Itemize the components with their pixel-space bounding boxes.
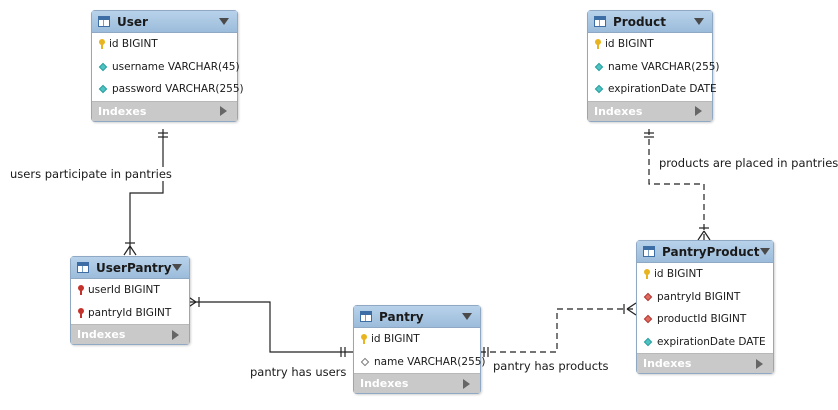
table-icon — [98, 16, 110, 27]
primary-key-icon — [361, 334, 367, 345]
column-row[interactable]: userId BIGINT — [71, 279, 189, 302]
table-title: PantryProduct — [662, 244, 760, 259]
table-header[interactable]: UserPantry — [71, 257, 189, 279]
table-icon — [360, 311, 372, 322]
primary-key-icon — [99, 39, 105, 50]
column-row[interactable]: pantryId BIGINT — [637, 286, 773, 309]
indexes-label: Indexes — [594, 104, 643, 118]
table-icon — [594, 16, 606, 27]
column-diamond-icon — [643, 337, 653, 346]
column-row[interactable]: pantryId BIGINT — [71, 302, 189, 325]
column-row[interactable]: name VARCHAR(255) — [588, 56, 720, 79]
rel-line-pantry-pantryproduct — [480, 308, 636, 353]
rel-line-product-pantryproduct — [648, 129, 705, 240]
primary-key-icon — [595, 39, 601, 50]
column-row[interactable]: id BIGINT — [92, 33, 237, 56]
table-pantry[interactable]: Pantry id BIGINT name VARCHAR(255) Index… — [353, 305, 486, 394]
table-title: UserPantry — [96, 260, 172, 275]
column-diamond-icon — [594, 85, 604, 94]
chevron-down-icon[interactable] — [759, 248, 770, 255]
column-label: pantryId BIGINT — [88, 306, 172, 319]
nullable-diamond-icon — [360, 357, 370, 366]
foreign-key-diamond-icon — [643, 315, 653, 324]
table-title: User — [117, 14, 148, 29]
column-row[interactable]: id BIGINT — [354, 328, 480, 351]
foreign-key-diamond-icon — [643, 292, 653, 301]
expand-arrow-icon[interactable] — [756, 358, 763, 369]
column-row[interactable]: expirationDate DATE — [637, 331, 773, 354]
column-label: pantryId BIGINT — [657, 290, 741, 303]
chevron-down-icon[interactable] — [694, 18, 704, 25]
column-label: expirationDate DATE — [608, 83, 717, 96]
table-header[interactable]: User — [92, 11, 237, 33]
rel-label-products-placed: products are placed in pantries — [659, 156, 838, 170]
rel-label-pantry-has-users: pantry has users — [250, 365, 347, 379]
column-label: password VARCHAR(255) — [112, 83, 244, 96]
column-label: productId BIGINT — [657, 313, 747, 326]
column-row[interactable]: id BIGINT — [637, 263, 773, 286]
rel-line-pantry-userpantry — [186, 301, 353, 353]
column-row[interactable]: expirationDate DATE — [588, 78, 717, 101]
column-label: id BIGINT — [654, 268, 703, 281]
column-label: id BIGINT — [371, 333, 420, 346]
column-label: name VARCHAR(255) — [608, 60, 720, 73]
indexes-bar[interactable]: Indexes — [354, 373, 480, 393]
indexes-label: Indexes — [77, 328, 126, 341]
column-diamond-icon — [594, 62, 604, 71]
table-title: Pantry — [379, 309, 424, 324]
chevron-down-icon[interactable] — [171, 264, 182, 271]
table-icon — [77, 262, 89, 273]
column-label: userId BIGINT — [88, 284, 160, 297]
indexes-label: Indexes — [98, 104, 147, 118]
foreign-primary-key-icon — [78, 307, 84, 318]
table-product[interactable]: Product id BIGINT name VARCHAR(255) expi… — [587, 10, 720, 122]
column-label: id BIGINT — [605, 38, 654, 51]
table-header[interactable]: Product — [588, 11, 712, 33]
expand-arrow-icon[interactable] — [172, 329, 179, 340]
table-userpantry[interactable]: UserPantry userId BIGINT pantryId BIGINT… — [70, 256, 190, 345]
indexes-label: Indexes — [643, 357, 692, 370]
column-row[interactable]: password VARCHAR(255) — [92, 78, 244, 101]
column-label: expirationDate DATE — [657, 335, 766, 348]
indexes-bar[interactable]: Indexes — [71, 324, 189, 344]
rel-line-user-userpantry — [129, 129, 164, 255]
column-label: id BIGINT — [109, 38, 158, 51]
column-label: username VARCHAR(45) — [112, 60, 240, 73]
column-diamond-icon — [98, 85, 108, 94]
column-row[interactable]: username VARCHAR(45) — [92, 56, 240, 79]
rel-label-users-participate: users participate in pantries — [10, 167, 172, 181]
relationship-lines — [123, 129, 711, 357]
rel-label-pantry-has-products: pantry has products — [493, 359, 609, 373]
expand-arrow-icon[interactable] — [463, 378, 470, 389]
indexes-label: Indexes — [360, 377, 409, 390]
column-label: name VARCHAR(255) — [374, 355, 486, 368]
table-header[interactable]: Pantry — [354, 306, 480, 328]
expand-arrow-icon[interactable] — [695, 106, 702, 116]
table-title: Product — [613, 14, 666, 29]
column-row[interactable]: name VARCHAR(255) — [354, 351, 486, 374]
table-icon — [643, 246, 655, 257]
expand-arrow-icon[interactable] — [220, 106, 227, 116]
primary-key-icon — [644, 269, 650, 280]
column-row[interactable]: productId BIGINT — [637, 308, 773, 331]
indexes-bar[interactable]: Indexes — [92, 100, 237, 121]
chevron-down-icon[interactable] — [462, 313, 472, 320]
table-user[interactable]: User id BIGINT username VARCHAR(45) pass… — [91, 10, 244, 122]
indexes-bar[interactable]: Indexes — [637, 353, 773, 373]
chevron-down-icon[interactable] — [219, 18, 229, 25]
table-header[interactable]: PantryProduct — [637, 241, 773, 263]
table-pantryproduct[interactable]: PantryProduct id BIGINT pantryId BIGINT … — [636, 240, 774, 374]
column-row[interactable]: id BIGINT — [588, 33, 712, 56]
indexes-bar[interactable]: Indexes — [588, 100, 712, 121]
foreign-primary-key-icon — [78, 285, 84, 296]
column-diamond-icon — [98, 62, 108, 71]
